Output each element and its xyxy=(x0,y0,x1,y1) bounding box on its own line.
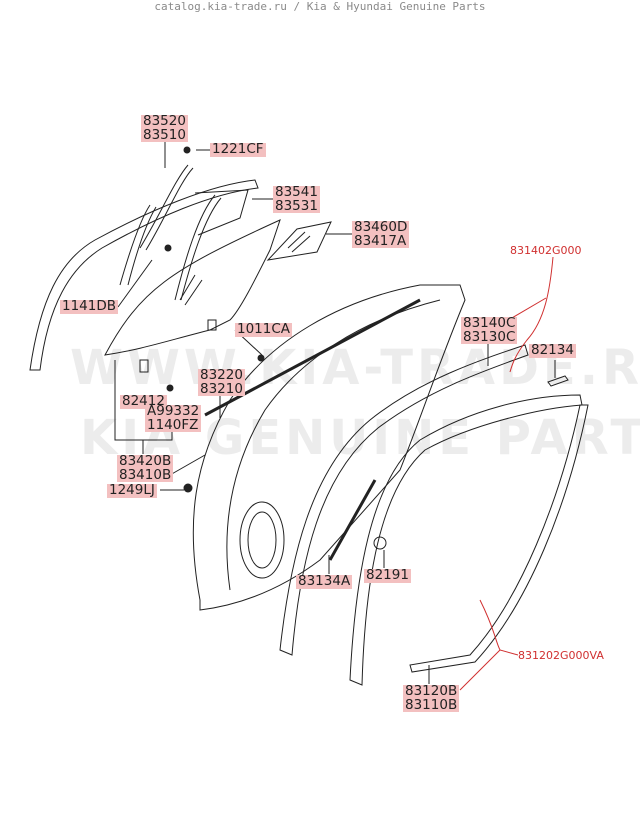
oem-number-831402G000[interactable]: 831402G000 xyxy=(510,244,582,257)
part-number[interactable]: 83220 xyxy=(198,367,245,383)
part-number[interactable]: 82134 xyxy=(529,342,576,358)
door-frame-molding xyxy=(29,164,259,371)
part-number[interactable]: 1011CA xyxy=(235,321,293,337)
quarter-glass xyxy=(266,221,332,261)
part-number[interactable]: 83110B xyxy=(403,696,460,713)
part-number[interactable]: 1140FZ xyxy=(145,418,202,432)
part-number[interactable]: 83140C xyxy=(461,315,518,331)
part-number[interactable]: 83134A xyxy=(296,573,353,589)
part-label-1141DB[interactable]: 1141DB xyxy=(60,298,119,314)
part-number[interactable]: 1221CF xyxy=(210,141,266,157)
part-label-82134[interactable]: 82134 xyxy=(529,342,576,358)
part-number[interactable]: 1249LJ xyxy=(107,482,157,498)
oem-number-831202G000VA[interactable]: 831202G000VA xyxy=(518,649,604,662)
part-label-1249LJ[interactable]: 1249LJ xyxy=(107,482,157,498)
part-number[interactable]: 83120B xyxy=(403,683,460,699)
part-label-82191[interactable]: 82191 xyxy=(364,567,411,583)
part-number[interactable]: 83410B xyxy=(117,466,174,483)
part-number[interactable]: 83531 xyxy=(273,197,320,214)
part-number[interactable]: 1141DB xyxy=(60,298,119,314)
door-seal-inner xyxy=(279,344,529,656)
part-number[interactable]: 82191 xyxy=(364,567,411,583)
part-number[interactable]: 83417A xyxy=(352,234,410,248)
part-number[interactable]: 83510 xyxy=(141,126,188,143)
door-weatherstrip xyxy=(349,394,589,686)
part-label-83134A[interactable]: 83134A xyxy=(296,573,353,589)
part-number[interactable]: A99332 xyxy=(145,403,202,419)
part-number[interactable]: 83420B xyxy=(117,453,174,469)
part-label-1221CF[interactable]: 1221CF xyxy=(210,141,266,157)
part-label-1011CA[interactable]: 1011CA xyxy=(235,321,293,337)
part-number[interactable]: 83541 xyxy=(273,184,320,200)
site-header: catalog.kia-trade.ru / Kia & Hyundai Gen… xyxy=(154,0,486,13)
part-number[interactable]: 83460D xyxy=(352,219,410,235)
part-number[interactable]: 83210 xyxy=(198,380,245,397)
red-annotation-lines xyxy=(459,256,554,691)
door-panel xyxy=(192,284,466,611)
part-number[interactable]: 83520 xyxy=(141,113,188,129)
door-glass xyxy=(104,219,281,356)
part-number[interactable]: 83130C xyxy=(461,328,518,345)
small-parts xyxy=(139,146,569,561)
